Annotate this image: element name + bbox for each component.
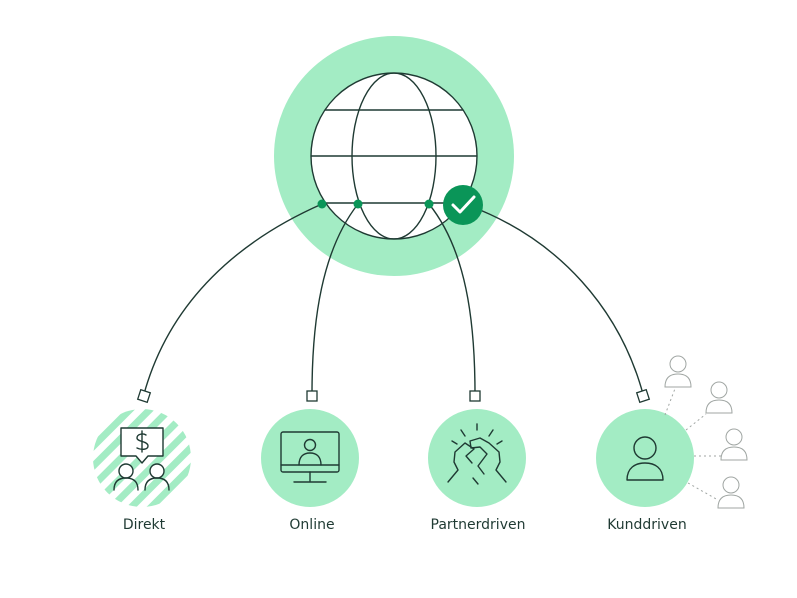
connector-dot <box>424 199 434 209</box>
connector-partner <box>428 203 476 395</box>
connector-dot <box>353 199 363 209</box>
channel-circle <box>428 409 526 507</box>
user-outline-icon <box>705 381 733 414</box>
channel-circle <box>596 409 694 507</box>
channel-label: Direkt <box>123 517 166 533</box>
connectors <box>143 203 644 395</box>
user-outline-icon <box>717 476 745 509</box>
monitor-user-icon <box>280 431 340 483</box>
channel-circle <box>261 409 359 507</box>
referral-links <box>664 385 722 501</box>
referral-network <box>664 355 748 509</box>
user-icon <box>626 436 664 481</box>
channel-label: Partnerdriven <box>431 517 526 533</box>
connector-terminals <box>136 388 651 404</box>
terminal-direkt <box>136 388 152 404</box>
connector-dots <box>317 199 434 209</box>
connector-kund <box>469 205 644 395</box>
hub <box>274 36 514 276</box>
channel-partner: Partnerdriven <box>428 409 526 533</box>
check-badge <box>443 185 483 225</box>
terminal-partner <box>469 390 481 402</box>
connector-dot <box>317 199 327 209</box>
channel-label: Online <box>289 517 334 533</box>
connector-direkt <box>143 203 323 395</box>
channel-online: Online <box>261 409 359 533</box>
terminal-online <box>306 390 318 402</box>
channel-label: Kunddriven <box>607 517 686 533</box>
terminal-kund <box>635 388 651 404</box>
globe-icon <box>310 72 478 240</box>
user-outline-icon <box>720 428 748 461</box>
channel-direkt: Direkt <box>93 409 191 533</box>
channel-kund: Kunddriven <box>596 409 694 533</box>
check-icon <box>451 195 476 214</box>
sales-chat-icon <box>113 427 170 491</box>
connector-online <box>311 203 359 395</box>
user-outline-icon <box>664 355 692 388</box>
handshake-icon <box>447 423 507 485</box>
